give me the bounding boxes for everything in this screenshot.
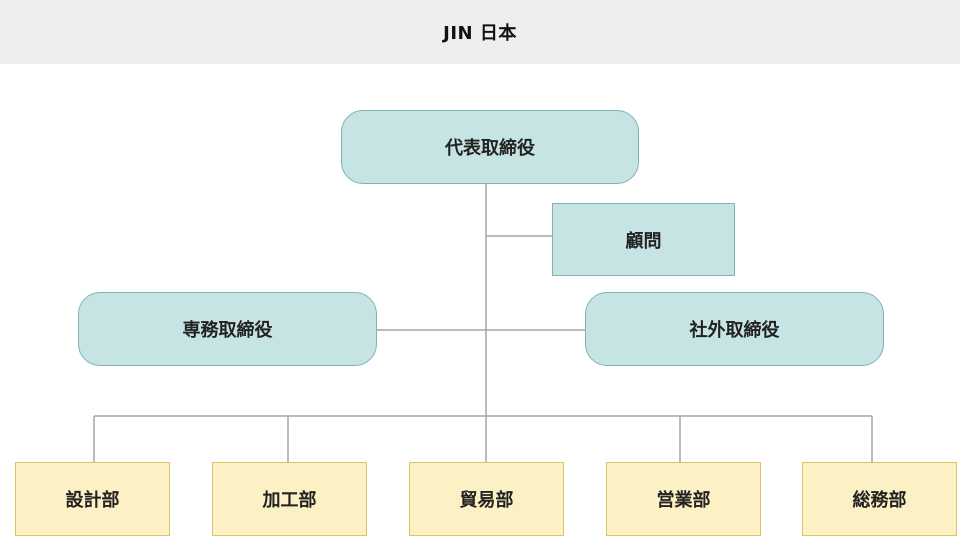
dept-node: 加工部 [212,462,367,536]
dept-node: 営業部 [606,462,761,536]
page-title: JIN 日本 [443,23,517,44]
node-advisor: 顧問 [552,203,735,276]
node-managing-director: 専務取締役 [78,292,377,366]
dept-node: 貿易部 [409,462,564,536]
dept-label-sales: 営業部 [656,490,711,511]
node-outside-director: 社外取締役 [585,292,884,366]
dept-label-design: 設計部 [65,490,120,511]
dept-node: 設計部 [15,462,170,536]
node-outside-director-label: 社外取締役 [689,320,780,341]
node-president: 代表取締役 [341,110,639,184]
dept-label-trade: 貿易部 [459,490,514,511]
dept-label-general-affairs: 総務部 [852,490,907,511]
node-advisor-label: 顧問 [625,230,662,252]
node-managing-director-label: 専務取締役 [182,320,273,341]
header-bar: JIN 日本 [0,0,960,64]
dept-node: 総務部 [802,462,957,536]
dept-label-processing: 加工部 [262,490,317,511]
node-president-label: 代表取締役 [445,138,535,159]
